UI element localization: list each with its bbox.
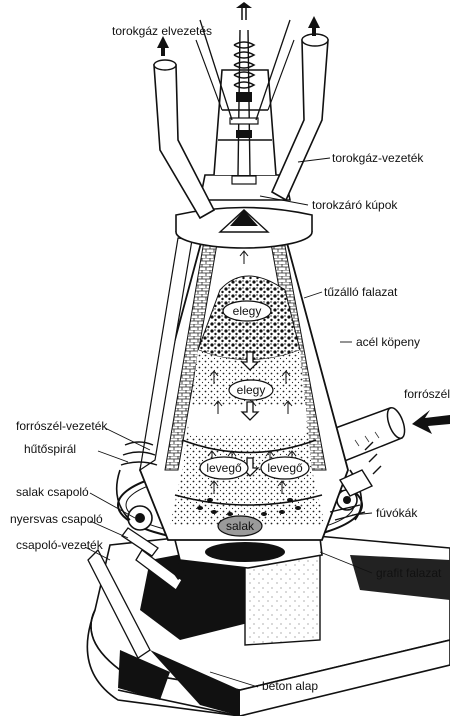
air-right-label: levegő bbox=[267, 461, 303, 475]
label-concrete-base: beton alap bbox=[262, 679, 318, 693]
slag-label: salak bbox=[226, 519, 255, 533]
label-cooling-coil: hűtőspirál bbox=[24, 442, 76, 456]
slag-bubble: salak bbox=[218, 516, 262, 536]
gas-out-arrow-right bbox=[308, 16, 320, 36]
top-gas-pipe-right bbox=[272, 34, 328, 200]
hot-air-arrow bbox=[412, 410, 450, 434]
charge-top-bubble: elegy bbox=[223, 301, 271, 321]
charge-mid-bubble: elegy bbox=[229, 380, 273, 400]
label-refractory-lining: tűzálló falazat bbox=[324, 285, 398, 299]
label-steel-shell: acél köpeny bbox=[356, 335, 420, 349]
top-gas-pipe-left bbox=[154, 60, 214, 218]
label-top-gas-outlet: torokgáz elvezetés bbox=[112, 24, 212, 38]
label-hot-air: forrószél bbox=[404, 387, 450, 401]
air-left-label: levegő bbox=[206, 461, 242, 475]
charge-mid-label: elegy bbox=[237, 383, 266, 397]
label-top-gas-pipe: torokgáz-vezeték bbox=[332, 151, 424, 165]
gas-out-arrow-left bbox=[157, 36, 169, 56]
label-pig-iron-tap: nyersvas csapoló bbox=[10, 512, 103, 526]
label-slag-tap: salak csapoló bbox=[16, 485, 89, 499]
label-hot-air-pipe: forrószél-vezeték bbox=[16, 419, 108, 433]
label-closing-cones: torokzáró kúpok bbox=[312, 198, 398, 212]
label-tuyeres: fúvókák bbox=[376, 506, 418, 520]
label-graphite-lining: grafit falazat bbox=[376, 566, 442, 580]
charge-top-label: elegy bbox=[233, 304, 262, 318]
air-left-bubble: levegő bbox=[200, 457, 248, 479]
hearth-opening bbox=[205, 542, 285, 562]
label-tap-pipe: csapoló-vezeték bbox=[16, 538, 104, 552]
air-right-bubble: levegő bbox=[261, 457, 309, 479]
